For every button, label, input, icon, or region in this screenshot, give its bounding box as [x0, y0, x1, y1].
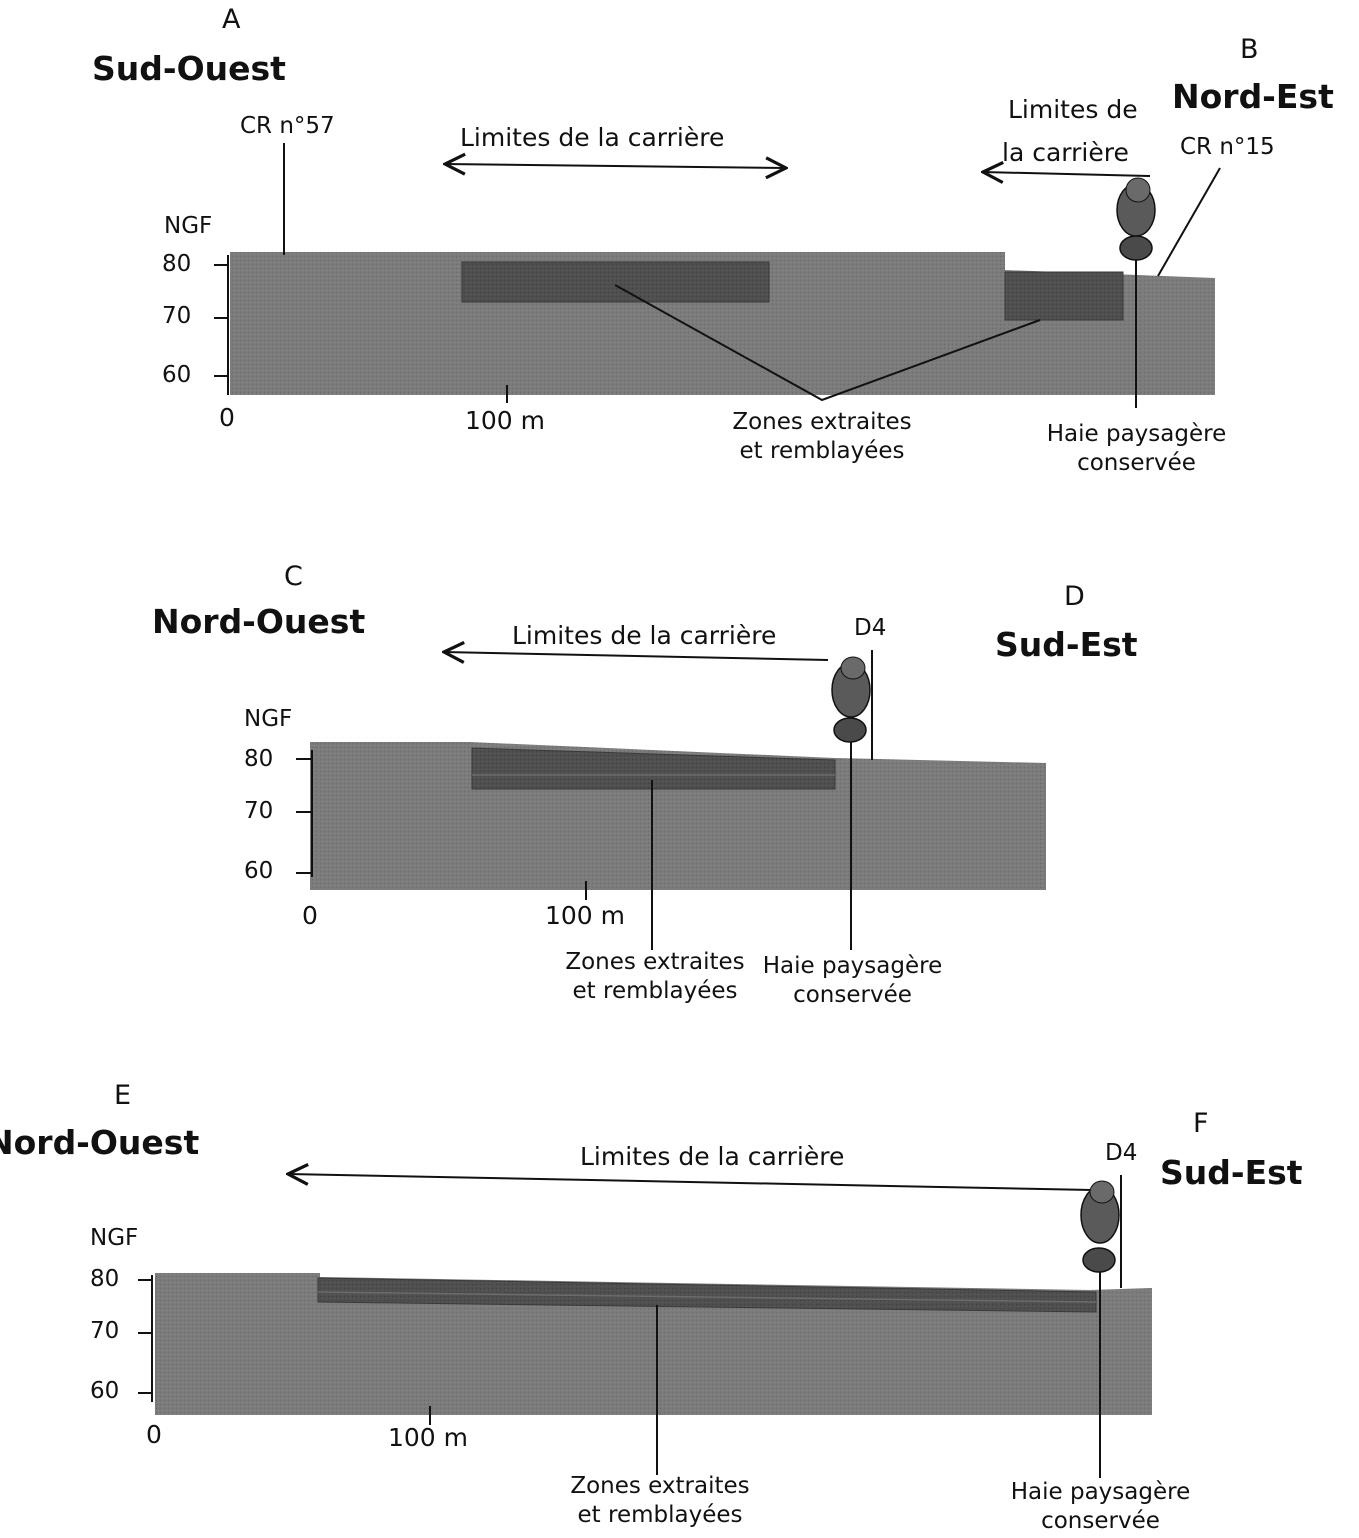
section-letter-f: F	[1193, 1108, 1209, 1139]
y-label-60: 60	[90, 1378, 120, 1404]
profile-drawing	[214, 143, 1221, 408]
x-label-0: 0	[302, 901, 318, 930]
excavated-zone	[317, 1277, 1097, 1313]
direction-sud-est: Sud-Est	[1160, 1153, 1303, 1192]
y-label-70: 70	[162, 303, 192, 329]
quarry-limits-arrow	[288, 1174, 1093, 1191]
excavated-zone-2	[1004, 271, 1124, 321]
quarry-limits-arrow-1	[445, 164, 786, 168]
x-label-100m: 100 m	[545, 901, 626, 930]
tree-icon	[831, 656, 871, 760]
cross-section-a-b: A Sud-Ouest B Nord-Est CR n°57 CR n°15 L…	[0, 0, 1359, 490]
axis-title-ngf: NGF	[164, 213, 213, 239]
hedge-label: Haie paysagère conservée	[750, 952, 955, 1010]
zones-label-line-1: Zones extraites	[565, 949, 745, 975]
section-letter-e: E	[114, 1080, 132, 1111]
zones-label-line-1: Zones extraites	[570, 1473, 750, 1499]
hedge-label-line-1: Haie paysagère	[1010, 1479, 1191, 1505]
x-label-100m: 100 m	[388, 1423, 469, 1452]
direction-nord-est: Nord-Est	[1172, 77, 1334, 116]
hedge-label-line-1: Haie paysagère	[762, 953, 943, 979]
axis-title-ngf: NGF	[90, 1225, 139, 1251]
section-letter-c: C	[284, 561, 303, 592]
direction-nord-ouest: Nord-Ouest	[152, 602, 366, 641]
hedge-label-line-1: Haie paysagère	[1046, 421, 1227, 447]
quarry-limits-arrow	[444, 652, 829, 660]
profile-drawing	[296, 555, 1046, 950]
y-label-80: 80	[162, 251, 192, 277]
hedge-label-line-2: conservée	[1041, 1507, 1160, 1534]
axis-title-ngf: NGF	[244, 706, 293, 732]
y-label-70: 70	[244, 798, 274, 824]
direction-nord-ouest: Nord-Ouest	[0, 1123, 200, 1162]
y-label-60: 60	[162, 362, 192, 388]
tree-icon	[1080, 1180, 1120, 1290]
cross-section-c-d: C Nord-Ouest D Sud-Est D4 Limites de la …	[0, 555, 1359, 1015]
excavated-zone	[471, 747, 836, 790]
direction-sud-est: Sud-Est	[995, 625, 1138, 664]
cross-section-e-f: E Nord-Ouest F Sud-Est D4 Limites de la …	[0, 1080, 1359, 1538]
quarry-limits-arrow-2	[983, 172, 1151, 176]
zones-pointer	[614, 284, 1041, 402]
zones-label-line-1: Zones extraites	[732, 409, 912, 435]
section-letter-b: B	[1240, 34, 1259, 65]
zones-label-line-2: et remblayées	[577, 1501, 743, 1528]
section-letter-d: D	[1064, 581, 1085, 612]
x-label-100m: 100 m	[465, 406, 546, 435]
excavated-zone-1	[461, 261, 770, 303]
y-label-60: 60	[244, 858, 274, 884]
y-label-80: 80	[90, 1266, 120, 1292]
road-label-d4: D4	[1105, 1140, 1138, 1166]
road-label-cr57: CR n°57	[240, 113, 335, 139]
direction-sud-ouest: Sud-Ouest	[92, 49, 286, 88]
x-label-0: 0	[219, 403, 235, 432]
tree-icon	[1116, 177, 1156, 278]
zones-label-line-2: et remblayées	[572, 977, 738, 1004]
quarry-limits-label: Limites de la carrière	[580, 1142, 845, 1171]
y-label-70: 70	[90, 1318, 120, 1344]
road-label-d4: D4	[854, 615, 887, 641]
quarry-limits-label: Limites de la carrière	[512, 621, 777, 650]
hedge-label-line-2: conservée	[793, 981, 912, 1008]
zones-label: Zones extraites et remblayées	[555, 948, 755, 1006]
road-label-cr15: CR n°15	[1180, 134, 1275, 160]
zones-label: Zones extraites et remblayées	[560, 1472, 760, 1530]
x-label-0: 0	[146, 1420, 162, 1449]
hedge-label: Haie paysagère conservée	[998, 1478, 1203, 1536]
hedge-label: Haie paysagère conservée	[1034, 420, 1239, 478]
hedge-label-line-2: conservée	[1077, 449, 1196, 476]
y-label-80: 80	[244, 746, 274, 772]
quarry-limits-label-2b: la carrière	[1002, 138, 1129, 167]
section-letter-a: A	[222, 4, 241, 35]
road-marker-right	[1157, 167, 1221, 277]
zones-label-line-2: et remblayées	[739, 437, 905, 464]
quarry-limits-label-2a: Limites de	[1008, 95, 1138, 124]
profile-drawing	[138, 1080, 1152, 1478]
zones-label: Zones extraites et remblayées	[722, 408, 922, 466]
quarry-limits-label-1: Limites de la carrière	[460, 123, 725, 152]
